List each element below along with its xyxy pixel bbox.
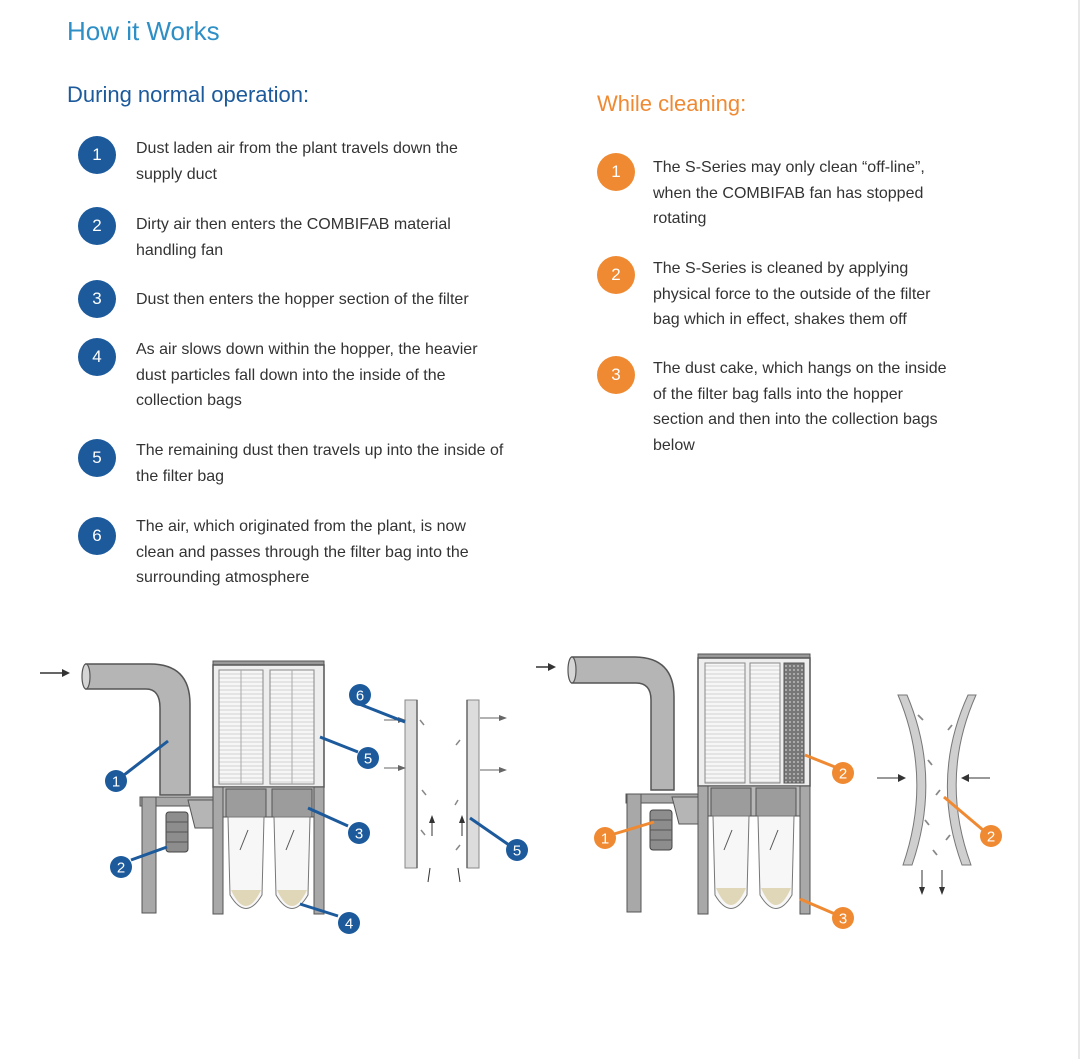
supply-duct	[567, 656, 675, 791]
step-text: The dust cake, which hangs on the inside…	[653, 360, 947, 454]
step-number-badge: 5	[78, 439, 116, 477]
callout-label: 5	[513, 843, 521, 860]
shaken-bag-detail	[877, 694, 990, 895]
step-number-badge: 6	[78, 517, 116, 555]
callout-label: 6	[356, 688, 364, 705]
step-text: As air slows down within the hopper, the…	[136, 341, 478, 409]
filter-bag-detail	[384, 699, 507, 883]
callout-label: 3	[839, 911, 847, 928]
callout-label: 2	[987, 829, 995, 846]
filter-housing	[697, 653, 811, 915]
step-text: Dirty air then enters the COMBIFAB mater…	[136, 216, 451, 259]
page-edge	[1078, 0, 1080, 1059]
step-number-badge: 4	[78, 338, 116, 376]
leader-lines	[613, 753, 984, 916]
cleaning-heading: While cleaning:	[597, 91, 747, 116]
normal-operation-heading: During normal operation:	[67, 82, 310, 107]
inlet-arrow	[40, 669, 70, 677]
callout-label: 1	[601, 831, 609, 848]
step-number-badge: 1	[597, 153, 635, 191]
callout-label: 4	[345, 916, 353, 933]
inlet-arrow	[536, 663, 556, 671]
step-text: Dust then enters the hopper section of t…	[136, 291, 469, 308]
callout-label: 2	[117, 860, 125, 877]
step-text: The S-Series may only clean “off-line”, …	[653, 159, 925, 227]
step-text: Dust laden air from the plant travels do…	[136, 140, 458, 183]
callout-label: 2	[839, 766, 847, 783]
step-number-badge: 2	[78, 207, 116, 245]
callout-badges: 1 2 3 4 5 6 5	[105, 684, 528, 934]
callout-badges: 1 2 3 2	[594, 762, 1002, 929]
step-number-badge: 2	[597, 256, 635, 294]
callout-label: 5	[364, 751, 372, 768]
normal-operation-diagram: 1 2 3 4 5 6 5	[40, 660, 528, 934]
callout-label: 1	[112, 774, 120, 791]
step-number-badge: 1	[78, 136, 116, 174]
filter-housing	[212, 660, 325, 915]
step-number-badge: 3	[78, 280, 116, 318]
fan-stand	[625, 793, 715, 913]
step-text: The air, which originated from the plant…	[136, 518, 469, 586]
supply-duct	[81, 663, 191, 796]
cleaning-diagram: 1 2 3 2	[536, 653, 1002, 929]
step-number-badge: 3	[597, 356, 635, 394]
callout-label: 3	[355, 826, 363, 843]
step-text: The remaining dust then travels up into …	[136, 442, 504, 485]
page-title: How it Works	[67, 16, 220, 46]
step-text: The S-Series is cleaned by applying phys…	[653, 260, 931, 328]
